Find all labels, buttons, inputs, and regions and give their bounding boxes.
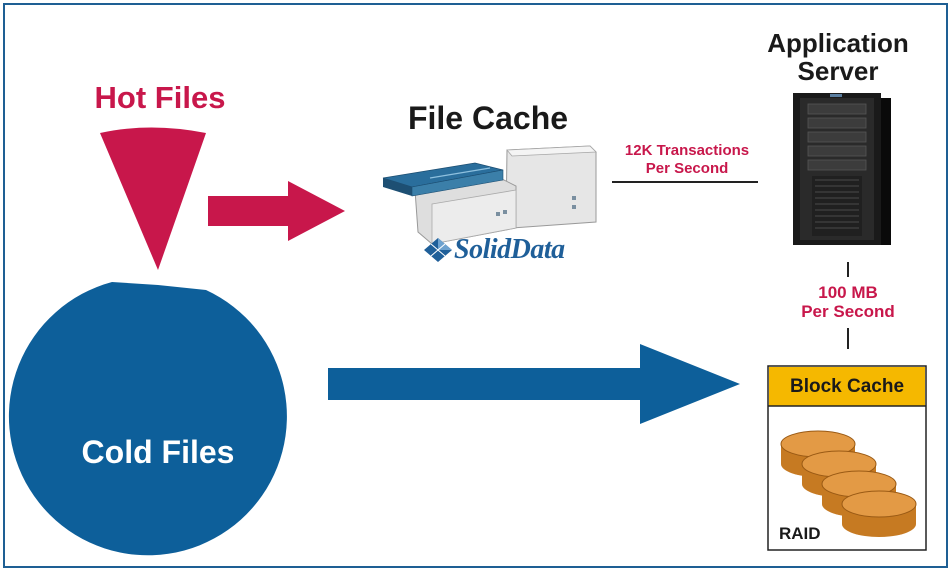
soliddata-brand: SolidData xyxy=(454,234,565,265)
app-server-label-line1: Application xyxy=(767,28,909,58)
server-rack-icon xyxy=(793,93,891,245)
hot-arrow-icon xyxy=(208,181,345,241)
bandwidth-label-line1: 100 MB xyxy=(818,283,878,302)
cold-files-label: Cold Files xyxy=(81,434,235,470)
hot-files-wedge xyxy=(100,127,206,270)
bandwidth-label-line2: Per Second xyxy=(801,302,895,321)
cold-files-pie xyxy=(8,282,287,556)
hot-files-label: Hot Files xyxy=(94,80,226,115)
transactions-label-line2: Per Second xyxy=(645,160,729,177)
raid-label: RAID xyxy=(779,524,821,543)
block-cache-header xyxy=(769,367,925,406)
block-cache-label: Block Cache xyxy=(789,376,905,397)
file-cache-appliance-icon xyxy=(382,145,597,245)
raid-disk-stack-icon xyxy=(780,430,917,537)
app-server-label-line2: Server xyxy=(797,56,879,86)
cold-arrow-icon xyxy=(328,344,740,424)
file-cache-title: File Cache xyxy=(407,100,569,136)
transactions-label-line1: 12K Transactions xyxy=(624,142,750,159)
soliddata-logo-icon xyxy=(424,238,452,262)
